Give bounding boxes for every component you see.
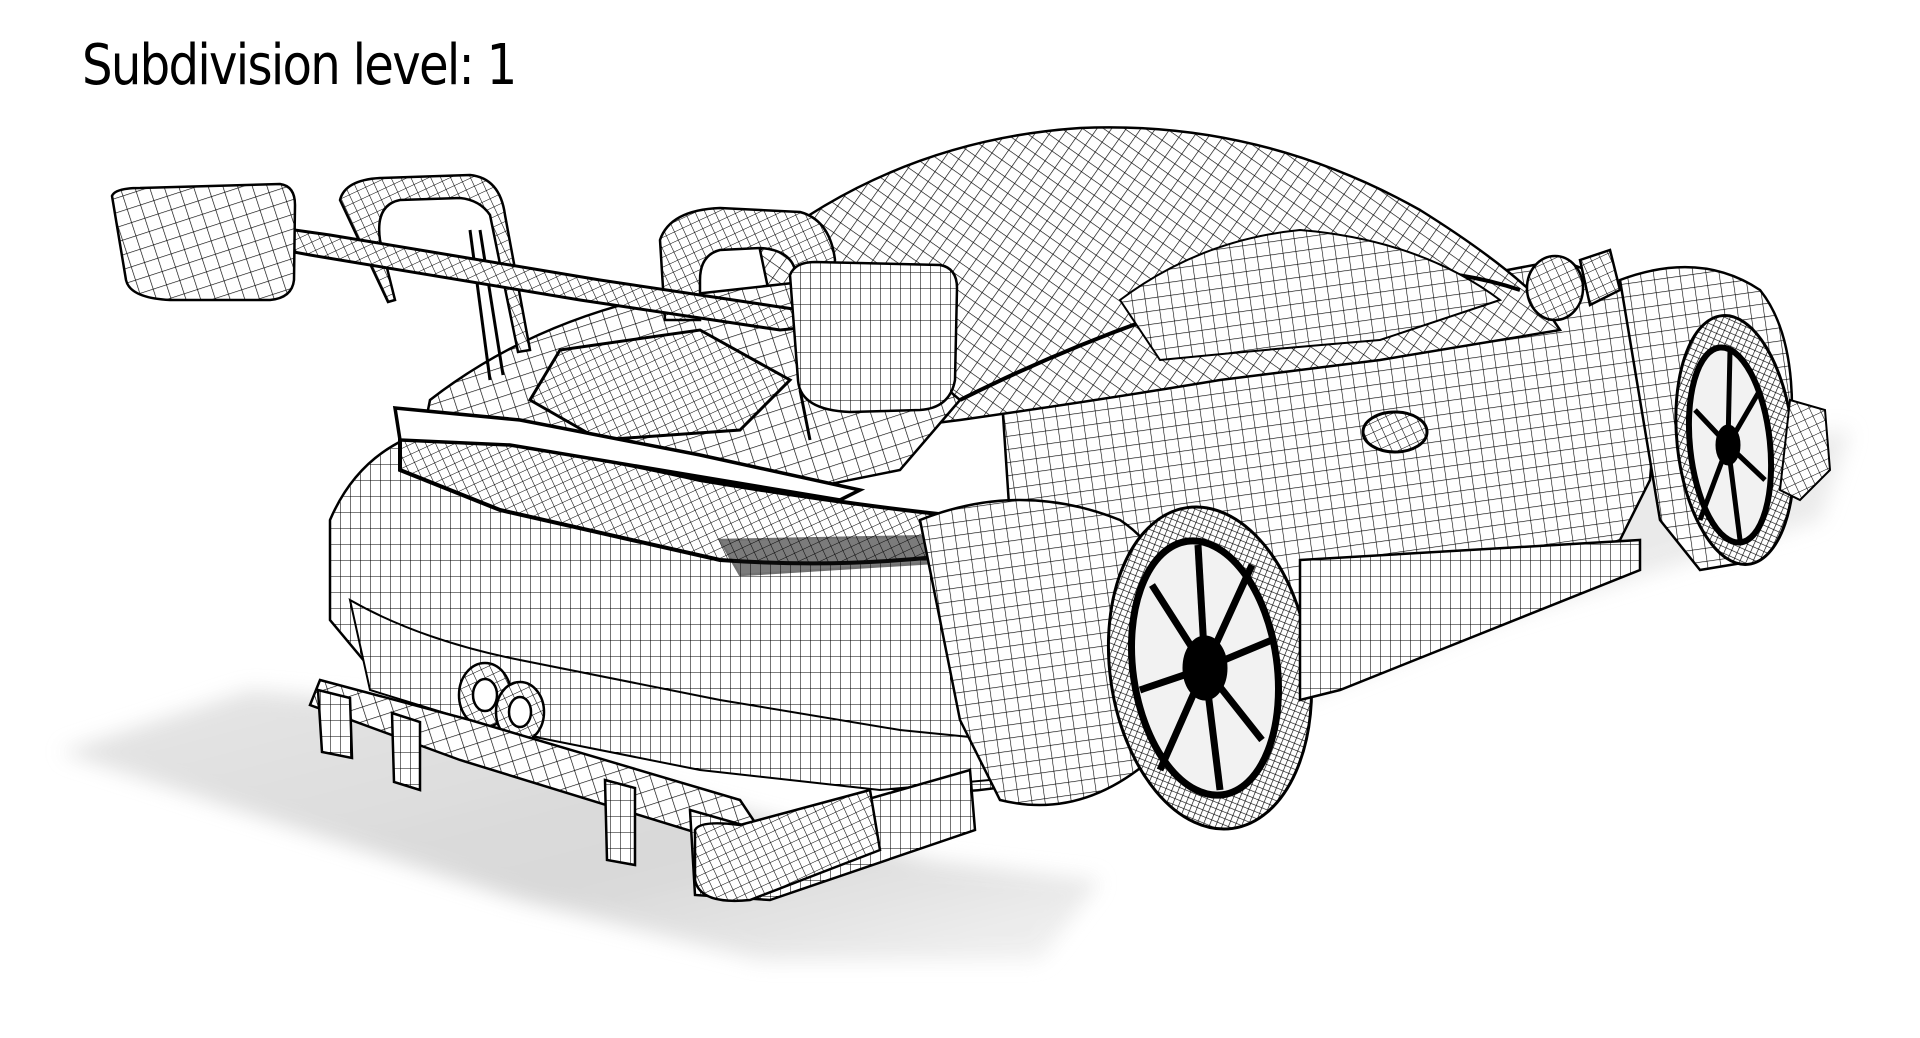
diffuser-end-block [693, 788, 882, 902]
subdivision-level-caption: Subdivision level: 1 [82, 33, 517, 98]
front-hub [1715, 424, 1741, 466]
rear-wheel [1106, 505, 1314, 831]
side-mirror [1525, 248, 1622, 322]
rear-diffuser [308, 678, 977, 902]
rear-hub [1182, 635, 1228, 701]
fuel-filler-door [1361, 410, 1429, 454]
front-wheel [1618, 265, 1832, 572]
wing-endplate-left [110, 182, 297, 302]
diffuser-fin-2 [390, 711, 422, 792]
rear-quarter-window [1118, 228, 1503, 362]
diffuser-fin-3 [603, 778, 637, 867]
rear-bumper-lower [348, 598, 1002, 792]
rear-wing [110, 173, 959, 441]
front-splitter [1778, 398, 1832, 502]
side-skirt [1298, 538, 1642, 702]
engine-vent [527, 328, 793, 442]
ducktail-spoiler [392, 406, 866, 502]
diffuser-fin-1 [316, 688, 354, 760]
exhaust-pipes [457, 661, 546, 744]
wing-endplate-right [788, 260, 959, 414]
